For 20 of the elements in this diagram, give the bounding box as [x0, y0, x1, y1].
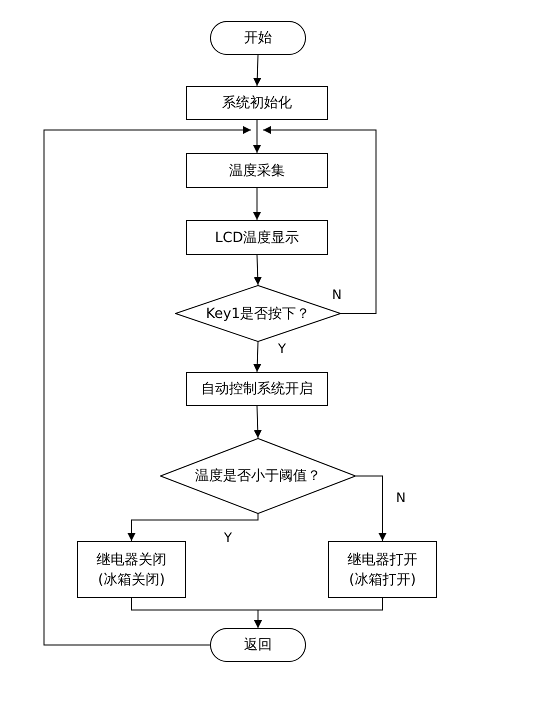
decision-diamond: 温度是否小于阈值？ [160, 438, 356, 514]
arrow [253, 188, 261, 220]
process-box: 继电器关闭(冰箱关闭) [77, 541, 186, 598]
arrow [254, 598, 383, 628]
arrow [253, 54, 262, 86]
terminal-box: 返回 [210, 628, 306, 662]
arrow [253, 342, 262, 372]
arrow [253, 120, 261, 154]
arrow [44, 126, 252, 646]
arrow [254, 406, 262, 438]
arrow [254, 254, 262, 286]
process-box: 系统初始化 [186, 86, 328, 120]
process-box: 自动控制系统开启 [186, 372, 328, 406]
process-box: 温度采集 [186, 153, 328, 188]
arrow [262, 126, 376, 314]
arrow [356, 476, 386, 542]
terminal-box: 开始 [210, 21, 306, 55]
process-box: LCD温度显示 [186, 220, 328, 255]
process-box: 继电器打开(冰箱打开) [328, 541, 437, 598]
arrow [128, 514, 258, 542]
